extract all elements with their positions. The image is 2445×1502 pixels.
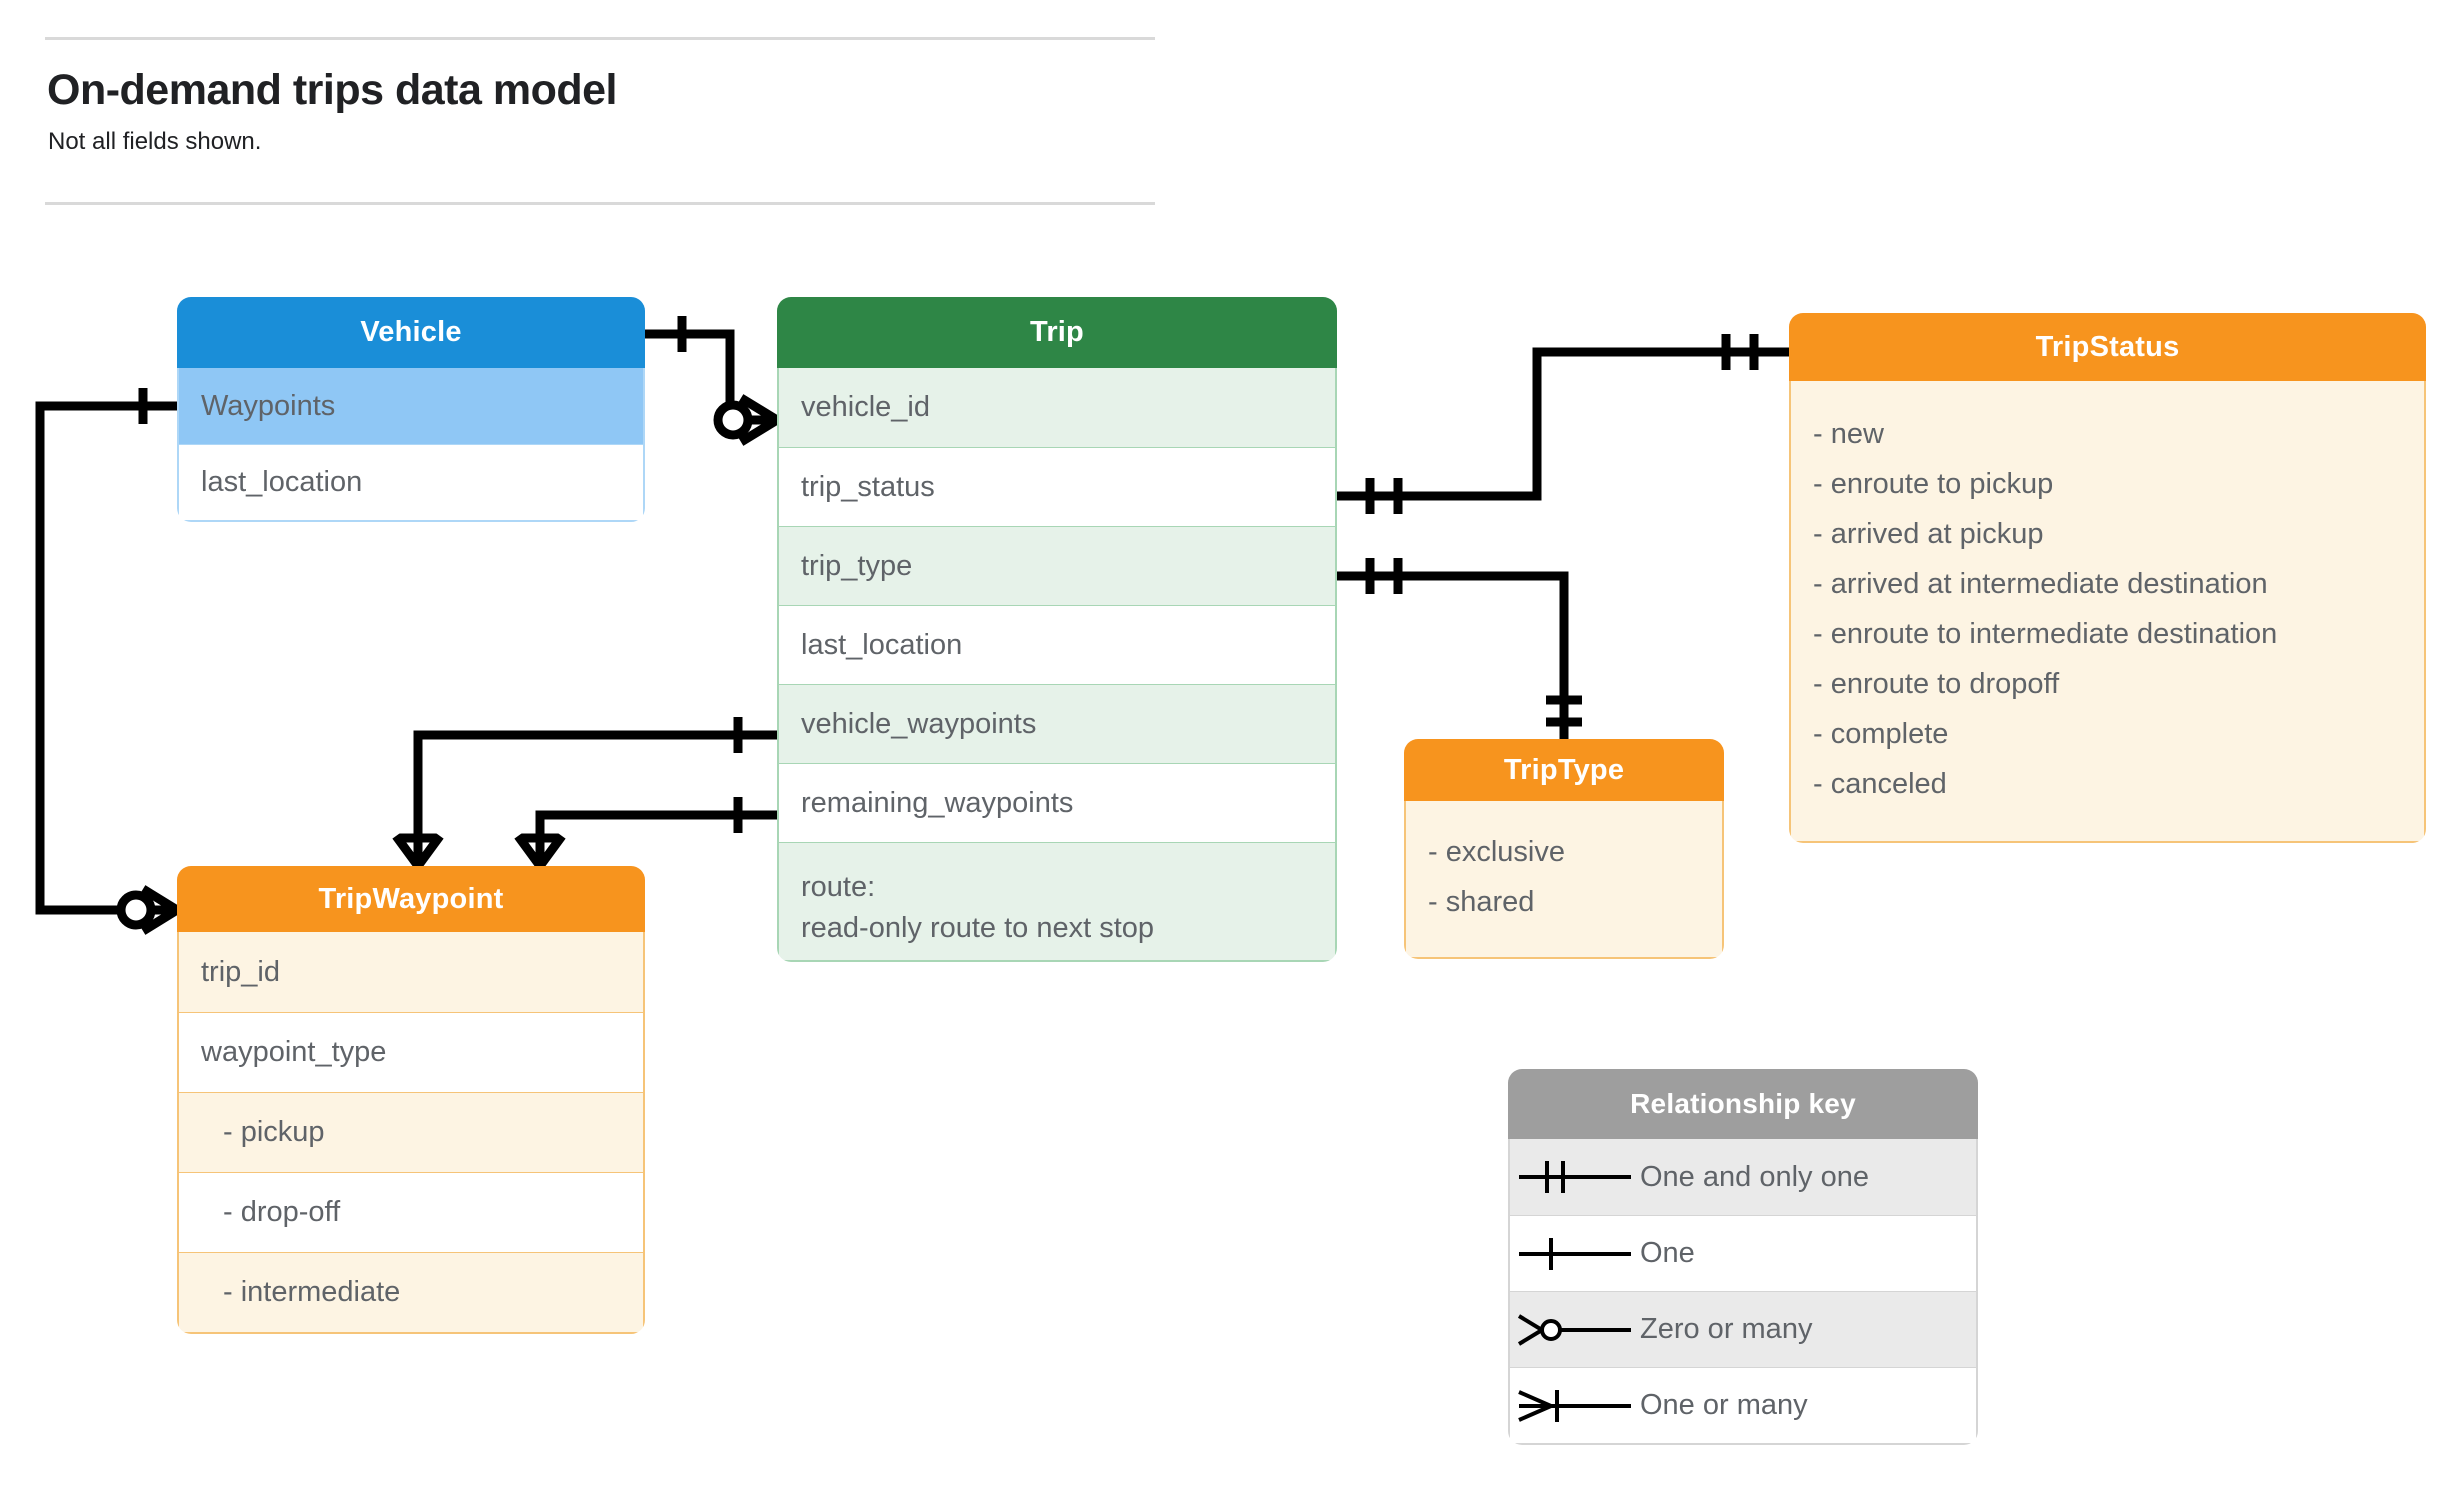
legend-row-zero-or-many: Zero or many [1510,1291,1976,1367]
card-many-foot-tripwaypoint [140,885,180,935]
waypoint-type-value-intermediate: - intermediate [179,1252,643,1332]
tripstatus-value-new: - new [1813,417,1884,450]
line-trip-status-to-tripstatus [1337,347,1789,501]
triptype-value-shared: - shared [1428,885,1535,918]
entity-vehicle-title: Vehicle [177,297,645,368]
entity-tripwaypoint-fields: trip_id waypoint_type - pickup - drop-of… [177,932,645,1334]
legend-label-one-or-many: One or many [1640,1389,1808,1421]
entity-vehicle-fields: Waypoints last_location [177,368,645,522]
tripstatus-value-canceled: - canceled [1813,767,1947,800]
field-trip-trip-status[interactable]: trip_status [779,447,1335,526]
field-trip-route-line1: route: [801,871,876,903]
legend-rows: One and only one One [1508,1139,1978,1445]
waypoint-type-value-pickup: - pickup [179,1092,643,1172]
entity-triptype[interactable]: TripType - exclusive - shared [1404,739,1724,959]
entity-trip[interactable]: Trip vehicle_id trip_status trip_type la… [777,297,1337,962]
card-many-foot-tripwaypoint-left [392,833,444,869]
entity-triptype-title: TripType [1404,739,1724,801]
tripstatus-value-arrived-at-intermediate-destination: - arrived at intermediate destination [1813,567,2268,600]
field-trip-last-location[interactable]: last_location [779,605,1335,684]
entity-tripstatus-values: - new - enroute to pickup - arrived at p… [1789,381,2426,843]
line-trip-type-to-triptype [1337,571,1569,739]
entity-trip-fields: vehicle_id trip_status trip_type last_lo… [777,368,1337,962]
header-rule-top [45,37,1155,40]
line-remaining-waypoints-to-tripwaypoint [535,810,777,866]
entity-tripwaypoint[interactable]: TripWaypoint trip_id waypoint_type - pic… [177,866,645,1334]
header-rule-bottom [45,202,1155,205]
entity-tripstatus-title: TripStatus [1789,313,2426,381]
field-trip-trip-type[interactable]: trip_type [779,526,1335,605]
card-zero-circle-trip-vehicleid [713,400,753,440]
field-tripwaypoint-trip-id[interactable]: trip_id [179,932,643,1012]
page-title: On-demand trips data model [47,66,617,114]
field-trip-remaining-waypoints[interactable]: remaining_waypoints [779,763,1335,842]
field-trip-vehicle-id[interactable]: vehicle_id [779,368,1335,447]
one-or-many-icon [1510,1384,1640,1428]
tripstatus-value-enroute-to-dropoff: - enroute to dropoff [1813,667,2060,700]
one-icon [1510,1232,1640,1276]
line-vehicle-waypoints-to-tripwaypoint [35,401,177,915]
card-many-foot-trip-vehicleid [738,394,780,446]
page-subtitle: Not all fields shown. [48,128,262,155]
entity-vehicle[interactable]: Vehicle Waypoints last_location [177,297,645,522]
field-tripwaypoint-waypoint-type[interactable]: waypoint_type [179,1012,643,1092]
field-vehicle-last-location[interactable]: last_location [179,444,643,520]
legend-label-one: One [1640,1237,1695,1269]
legend-row-one-and-only-one: One and only one [1510,1139,1976,1215]
triptype-value-exclusive: - exclusive [1428,835,1565,868]
tripstatus-value-complete: - complete [1813,717,1949,750]
tripstatus-value-enroute-to-intermediate-destination: - enroute to intermediate destination [1813,617,2278,650]
line-vehicle-waypoints-field-to-tripwaypoint [413,730,777,866]
legend-row-one: One [1510,1215,1976,1291]
entity-tripwaypoint-title: TripWaypoint [177,866,645,932]
card-zero-circle-tripwaypoint [116,890,156,930]
field-trip-vehicle-waypoints[interactable]: vehicle_waypoints [779,684,1335,763]
legend-title: Relationship key [1508,1069,1978,1139]
field-vehicle-waypoints[interactable]: Waypoints [179,368,643,444]
tripstatus-value-enroute-to-pickup: - enroute to pickup [1813,467,2054,500]
entity-trip-title: Trip [777,297,1337,368]
legend-label-one-and-only-one: One and only one [1640,1160,1869,1193]
legend-row-one-or-many: One or many [1510,1367,1976,1443]
entity-tripstatus[interactable]: TripStatus - new - enroute to pickup - a… [1789,313,2426,843]
card-many-foot-tripwaypoint-right [514,833,566,869]
field-trip-route-line2: read-only route to next stop [801,912,1155,945]
relationship-key-legend: Relationship key One and only one [1508,1069,1978,1445]
tripstatus-value-arrived-at-pickup: - arrived at pickup [1813,517,2044,550]
zero-or-many-icon [1510,1308,1640,1352]
line-vehicle-to-trip [645,329,777,425]
legend-label-zero-or-many: Zero or many [1640,1313,1813,1345]
field-trip-route[interactable]: route: read-only route to next stop [779,842,1335,960]
one-and-only-one-icon [1510,1155,1640,1199]
waypoint-type-value-drop-off: - drop-off [179,1172,643,1252]
entity-triptype-values: - exclusive - shared [1404,801,1724,959]
